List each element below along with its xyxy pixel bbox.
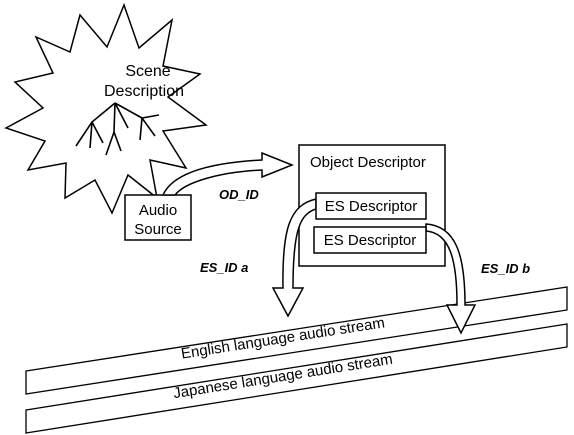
es-id-b-label: ES_ID b <box>481 261 530 276</box>
es-descriptor-2-label: ES Descriptor <box>324 232 417 249</box>
es-id-b-arrow <box>425 223 477 335</box>
od-id-arrow <box>161 151 295 196</box>
od-id-label: OD_ID <box>219 187 259 202</box>
audio-source-line1: Audio <box>139 202 177 219</box>
audio-source-box: Audio Source <box>124 194 192 241</box>
scene-label-line2: Description <box>104 83 184 100</box>
scene-tree-icon <box>75 102 160 156</box>
object-descriptor-title: Object Descriptor <box>310 154 426 171</box>
scene-label-line1: Scene <box>125 63 170 80</box>
es-descriptor-1-label: ES Descriptor <box>325 198 418 215</box>
scene-description: Scene Description <box>4 2 208 215</box>
es-descriptor-2: ES Descriptor <box>313 226 427 254</box>
es-id-a-label: ES_ID a <box>200 260 248 275</box>
es-id-a-arrow <box>271 198 317 318</box>
scene-starburst-shape <box>4 2 208 215</box>
audio-source-line2: Source <box>134 221 182 238</box>
es-descriptor-1: ES Descriptor <box>315 192 427 220</box>
